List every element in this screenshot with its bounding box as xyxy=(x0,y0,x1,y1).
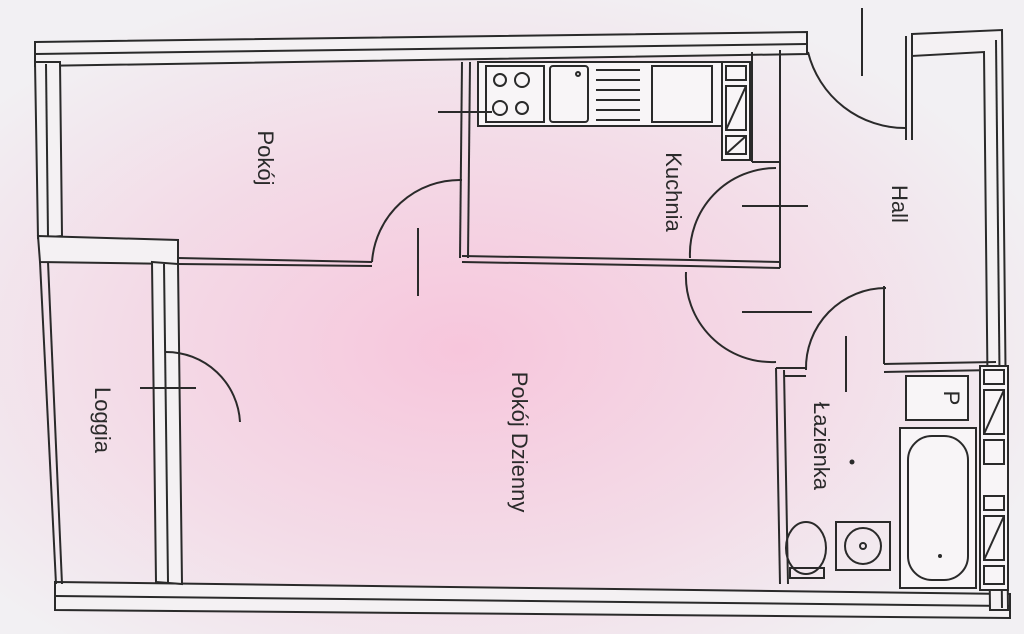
door-kuchnia xyxy=(688,166,808,259)
door-lazienka xyxy=(804,287,887,392)
room-label-hall: Hall xyxy=(887,185,912,223)
door-loggia xyxy=(140,350,241,423)
kitchen-ventilation-shaft xyxy=(721,61,751,161)
toilet xyxy=(785,521,827,579)
wall-top xyxy=(34,30,808,68)
washbasin xyxy=(835,521,891,571)
bathtub-drain-marker xyxy=(938,554,942,558)
room-label-kuchnia: Kuchnia xyxy=(661,152,686,232)
door-pokoj xyxy=(371,178,463,296)
door-dzienny xyxy=(684,271,812,364)
loggia-rail xyxy=(39,261,63,585)
wall-loggia-dzienny xyxy=(150,260,184,586)
bathtub xyxy=(899,427,977,589)
wall-bottom xyxy=(54,580,1011,620)
wall-kitchen-dzienny xyxy=(459,61,781,269)
bathroom-ventilation-shaft xyxy=(979,365,1009,591)
room-label-lazienka: Łazienka xyxy=(809,402,834,491)
wall-entrance-stub xyxy=(905,36,913,140)
bathroom-drain-marker xyxy=(849,459,855,465)
room-label-pokoj: Pokój xyxy=(253,130,278,185)
room-label-pokoj-dzienny: Pokój Dzienny xyxy=(507,372,532,513)
wall-left xyxy=(33,61,64,240)
wall-pokoj-loggia xyxy=(36,234,179,266)
kitchen-counter xyxy=(438,61,751,127)
wall-pokoj-dzienny xyxy=(177,257,373,267)
wc-p-label: P xyxy=(939,391,964,406)
door-entrance xyxy=(807,8,907,130)
room-label-loggia: Loggia xyxy=(90,387,115,454)
wall-bathroom xyxy=(775,286,997,585)
wc-p-box xyxy=(905,375,969,421)
wall-kitchen-hall xyxy=(751,50,781,268)
